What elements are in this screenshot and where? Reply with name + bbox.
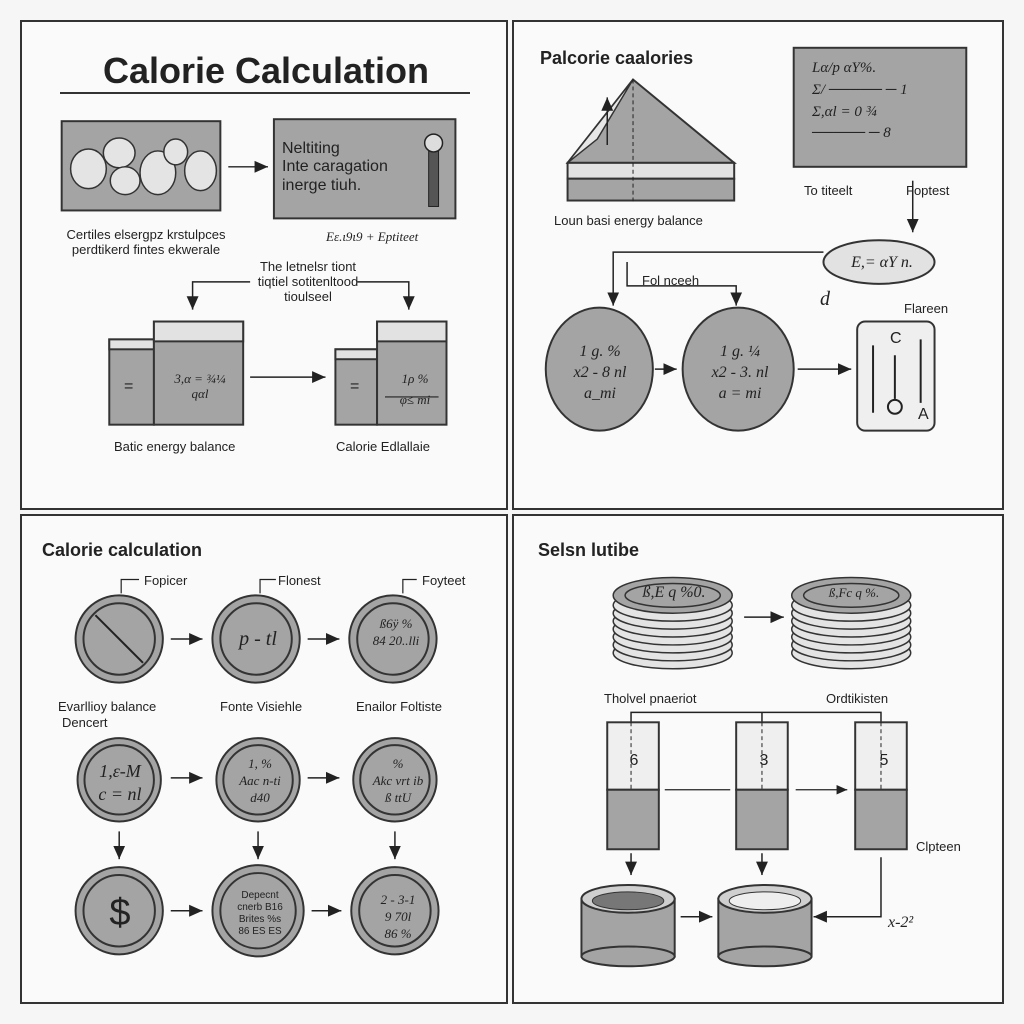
label-thovel: Tholvel pnaeriot <box>604 691 697 706</box>
label-footest: Foptest <box>906 183 950 198</box>
equation-box <box>792 46 968 168</box>
food-pieces <box>69 137 218 196</box>
panel4-diagram <box>580 576 912 968</box>
panel3-title: Calorie calculation <box>42 540 203 560</box>
oval-formula: E,= αY n. <box>851 254 913 271</box>
panel4-title: Selsn lutibe <box>538 540 640 560</box>
circle-left <box>544 306 654 432</box>
stack-left-text: ß,E q %0. <box>642 584 706 601</box>
dollar-icon: $ <box>109 892 131 934</box>
label-folnceeh: Fol nceeh <box>642 273 700 288</box>
panel3-diagram <box>74 578 440 958</box>
block-right-symbol: = <box>350 378 360 395</box>
coin-text-2: p - tl <box>239 628 277 650</box>
coin-text-3: ß6ÿ % 84 20..lli <box>372 616 420 648</box>
food-caption: Certiles elsergpz krstulpces perdtikerd … <box>66 227 226 257</box>
formula-x: x-2² <box>888 914 914 931</box>
gauge-label-c: C <box>890 330 902 347</box>
top-label-3: Foyteet <box>422 573 466 588</box>
column-3 <box>854 721 908 851</box>
arrow-down-right <box>357 281 415 310</box>
panel-stacks: Selsn lutibe <box>512 514 1004 1004</box>
column-1 <box>606 721 660 851</box>
mid-sublabel: Dencert <box>62 715 108 730</box>
mid-coin-text-2: 1, % Aac n-ti d40 <box>239 756 281 805</box>
label-to: To titeelt <box>804 183 853 198</box>
circle-right-text: 1 g. ¼ x2 - 3. nl a = mi <box>711 343 769 402</box>
top-label-1: Fopicer <box>144 573 188 588</box>
note-box <box>272 118 457 220</box>
column-2 <box>735 721 789 851</box>
formula-oval <box>822 239 936 285</box>
caption-basic: Batic energy balance <box>114 439 236 454</box>
bottom-coin-text-2: Depecnt cnerb B16 Brites %s 86 ES ES <box>237 890 283 937</box>
block-right-formula: 1ρ % φ≤ mi <box>399 371 431 407</box>
panel-energy-balance: Palcorie caalories Lo <box>512 20 1004 510</box>
mid-label-2: Fonte Visiehle <box>220 699 303 714</box>
label-flareen: Flareen <box>904 301 949 316</box>
block-left-symbol: = <box>124 378 134 395</box>
top-label-2: Flonest <box>278 573 321 588</box>
mid-label-1: Evarllioy balance <box>58 699 157 714</box>
column-value-3: 5 <box>879 752 889 769</box>
mid-coin-text-3: % Akc vrt ib ß ttU <box>372 756 424 805</box>
title-underline <box>60 92 470 94</box>
panel2-diagram <box>544 46 968 432</box>
mid-label-3: Enailor Foltiste <box>356 699 442 714</box>
coin-stack-right <box>790 576 912 670</box>
column-value-1: 6 <box>629 752 639 769</box>
block-left-formula: 3,α = ¾¼ qαl <box>174 371 226 401</box>
circle-left-text: 1 g. % x2 - 8 nl a_mi <box>573 343 627 402</box>
panel1-diagram <box>60 118 457 426</box>
coin-row-2 <box>76 737 438 823</box>
note-box-text: Neltiting Inte caragation inerge tiuh. <box>282 140 388 194</box>
equation-box-text: Lα/p αY%. Σ/ ───── ─ 1 Σ,αl = 0 ¾ ───── … <box>812 60 908 142</box>
panel1-title: Calorie Calculation <box>102 50 430 91</box>
coin-stack-left <box>612 576 733 670</box>
coin-row-1 <box>74 594 438 684</box>
panel-calorie-calculation: Calorie Calculation <box>20 20 508 510</box>
pyramid-icon <box>565 78 737 203</box>
mid-coin-text-1: 1,ε-M c = nl <box>98 761 142 804</box>
panel2-title: Palcorie caalories <box>540 48 694 68</box>
middle-note: The letnelsr tiont tiqtiel sotitenltood … <box>257 259 359 304</box>
panel-coin-flow: Calorie calculation <box>20 514 508 1004</box>
coin-row-3 <box>74 864 440 958</box>
no-symbol-icon <box>94 614 144 664</box>
gauge-label-a: A <box>918 406 929 423</box>
stack-right-text: ß,Fc q %. <box>828 585 880 600</box>
bottom-coin-text-3: 2 - 3-1 9 70l 86 % <box>380 892 416 941</box>
circle-right <box>681 306 795 432</box>
symbol-d: d <box>820 288 830 310</box>
label-orkt: Ordtikisten <box>826 691 889 706</box>
pyramid-caption: Loun basi energy balance <box>554 213 703 228</box>
label-clipteen: Clpteen <box>916 839 961 854</box>
column-value-2: 3 <box>759 752 769 769</box>
bowl-right-icon <box>717 883 813 968</box>
bowl-left-icon <box>580 883 676 968</box>
arrow-oval-to-circle <box>607 251 824 306</box>
formula-label: Eε.ι9ι9 + Eptiteet <box>326 229 419 244</box>
arrow-down-left <box>186 281 251 310</box>
arrow-branch <box>626 262 743 306</box>
caption-calorie: Calorie Edlallaie <box>336 439 430 454</box>
thermometer-icon <box>423 133 444 207</box>
